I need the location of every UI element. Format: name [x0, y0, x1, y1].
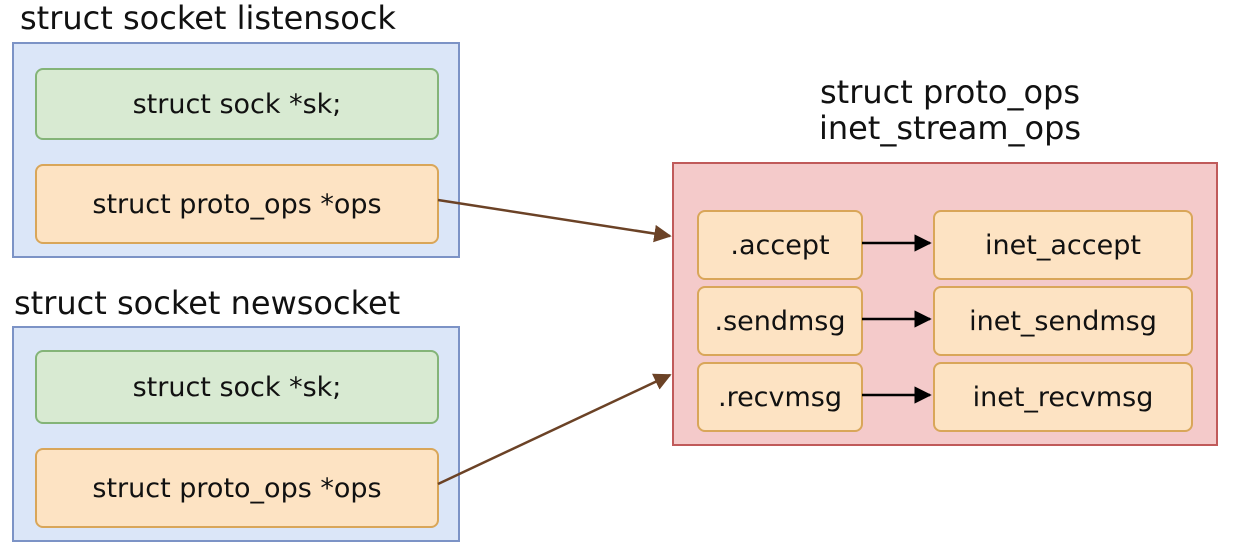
entry-field-recvmsg: .recvmsg	[697, 362, 863, 432]
newsocket-struct: struct sock *sk; struct proto_ops *ops	[12, 326, 460, 542]
entry-field-sendmsg: .sendmsg	[697, 286, 863, 356]
proto-ops-title: struct proto_ops inet_stream_ops	[740, 74, 1160, 146]
proto-ops-title-line2: inet_stream_ops	[818, 109, 1082, 147]
listensock-sk-field: struct sock *sk;	[35, 68, 439, 140]
listensock-ops-field: struct proto_ops *ops	[35, 164, 439, 244]
listensock-title: struct socket listensock	[20, 0, 396, 37]
entry-field-accept: .accept	[697, 210, 863, 280]
proto-ops-title-line1: struct proto_ops	[820, 73, 1080, 111]
newsocket-ops-pointer-arrow	[437, 373, 672, 486]
newsocket-ops-field: struct proto_ops *ops	[35, 448, 439, 528]
entry-target-inet-accept: inet_accept	[933, 210, 1193, 280]
inet-stream-ops-struct: .accept .sendmsg .recvmsg inet_accept in…	[672, 162, 1218, 446]
entry-target-inet-recvmsg: inet_recvmsg	[933, 362, 1193, 432]
entry-target-inet-sendmsg: inet_sendmsg	[933, 286, 1193, 356]
listensock-struct: struct sock *sk; struct proto_ops *ops	[12, 42, 460, 258]
newsocket-title: struct socket newsocket	[14, 284, 401, 322]
newsocket-sk-field: struct sock *sk;	[35, 350, 439, 424]
listensock-ops-pointer-arrow	[437, 198, 672, 243]
